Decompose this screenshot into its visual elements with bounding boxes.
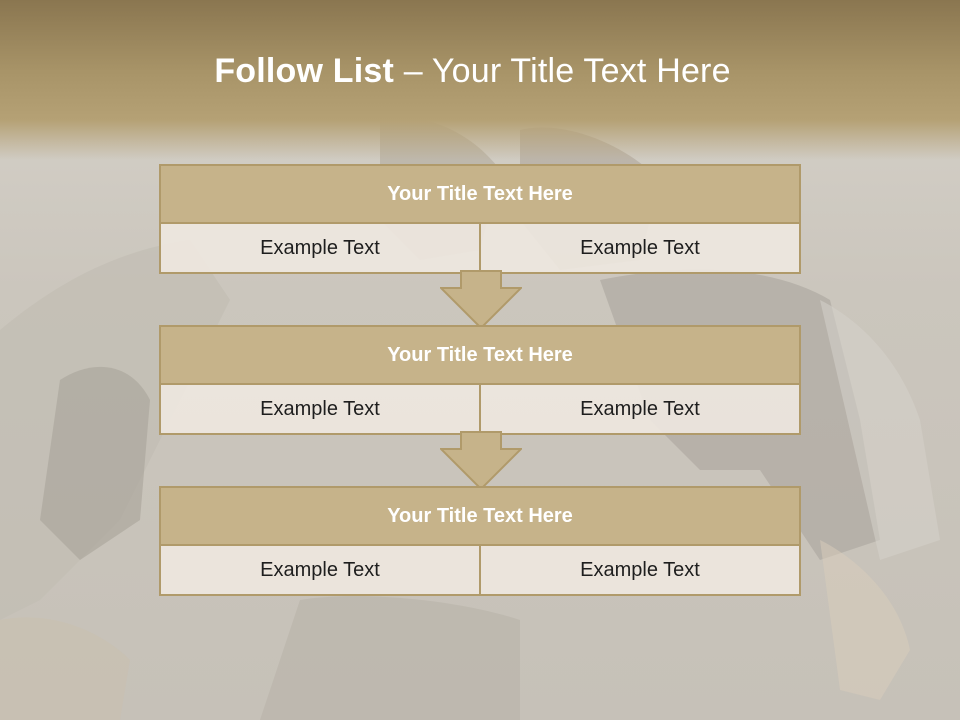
step-cell-right: Example Text <box>479 546 799 594</box>
slide-title-dash: – <box>394 52 432 90</box>
slide-header-band <box>0 0 960 160</box>
step-cell-left: Example Text <box>260 397 380 420</box>
step-title: Your Title Text Here <box>161 488 799 546</box>
down-arrow-icon <box>440 270 522 330</box>
slide-title: Follow List – Your Title Text Here <box>0 52 945 91</box>
step-title: Your Title Text Here <box>161 166 799 224</box>
step-box-1: Your Title Text Here Example Text Exampl… <box>159 164 801 274</box>
step-row: Example Text Example Text <box>161 224 799 272</box>
step-title: Your Title Text Here <box>161 327 799 385</box>
step-cell-right: Example Text <box>479 385 799 433</box>
step-cell-right: Example Text <box>479 224 799 272</box>
step-box-2: Your Title Text Here Example Text Exampl… <box>159 325 801 435</box>
step-row: Example Text Example Text <box>161 385 799 433</box>
slide-title-rest: Your Title Text Here <box>431 52 731 90</box>
slide-title-bold: Follow List <box>214 52 395 90</box>
step-cell-left: Example Text <box>260 236 380 259</box>
down-arrow-icon <box>440 431 522 491</box>
step-row: Example Text Example Text <box>161 546 799 594</box>
step-cell-left: Example Text <box>260 558 380 581</box>
step-box-3: Your Title Text Here Example Text Exampl… <box>159 486 801 596</box>
